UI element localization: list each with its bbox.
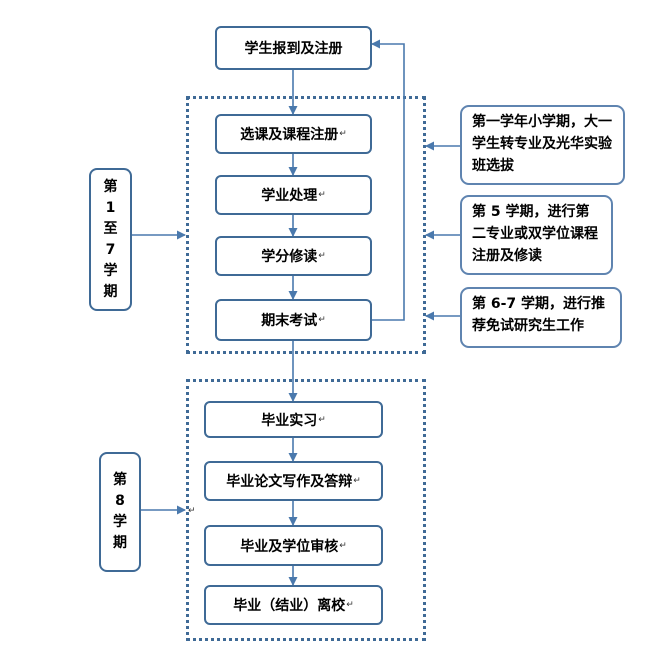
term-char: 学 [103, 262, 118, 279]
internship-label: 毕业实习 [261, 412, 318, 429]
course-select-node: 选课及课程注册↵ [215, 114, 372, 154]
term-char: 学 [113, 514, 127, 530]
term-char: 7 [105, 241, 116, 258]
leave-school-label: 毕业（结业）离校 [233, 598, 346, 614]
thesis-label: 毕业论文写作及答辩 [226, 474, 353, 490]
note-postgrad-text: 第 6-7 学期，进行推荐免试研究生工作 [472, 296, 606, 334]
term-char: 8 [115, 493, 125, 509]
paragraph-mark: ↵ [318, 251, 326, 261]
paragraph-mark: ↵ [353, 476, 361, 486]
note-postgrad: 第 6-7 学期，进行推荐免试研究生工作 [460, 287, 622, 348]
term-8-group [186, 379, 426, 641]
terms-1-7-group [186, 96, 426, 354]
paragraph-mark: ↵ [346, 600, 354, 610]
note-second-major-text: 第 5 学期，进行第二专业或双学位课程注册及修读 [472, 204, 598, 264]
paragraph-mark: ↵ [318, 414, 326, 425]
course-select-label: 选课及课程注册 [240, 127, 339, 143]
leave-school-node: 毕业（结业）离校↵ [204, 585, 383, 625]
note-transfer-text: 第一学年小学期，大一学生转专业及光华实验班选拔 [472, 114, 612, 174]
credit-study-label: 学分修读 [261, 249, 318, 265]
paragraph-mark: ↵ [339, 540, 347, 551]
term-char: 1 [105, 199, 116, 216]
thesis-node: 毕业论文写作及答辩↵ [204, 461, 383, 501]
final-exam-label: 期末考试 [261, 313, 318, 329]
paragraph-mark: ↵ [318, 315, 326, 325]
academic-handling-label: 学业处理 [261, 188, 318, 204]
term-char: 期 [113, 535, 127, 551]
paragraph-mark: ↵ [318, 190, 326, 200]
register-node: 学生报到及注册 [215, 26, 372, 70]
final-exam-node: 期末考试↵ [215, 299, 372, 341]
term-8-box: 第 8 学 期 [99, 452, 141, 572]
academic-handling-node: 学业处理↵ [215, 175, 372, 215]
paragraph-mark: ↵ [188, 506, 196, 516]
note-transfer: 第一学年小学期，大一学生转专业及光华实验班选拔 [460, 105, 625, 185]
term-char: 第 [113, 472, 127, 488]
credit-study-node: 学分修读↵ [215, 236, 372, 276]
degree-review-node: 毕业及学位审核↵ [204, 525, 383, 566]
term-char: 至 [103, 220, 118, 237]
paragraph-mark: ↵ [339, 129, 347, 139]
internship-node: 毕业实习↵ [204, 401, 383, 438]
term-char: 期 [103, 283, 118, 300]
loop-back-arrow [371, 39, 405, 321]
degree-review-label: 毕业及学位审核 [240, 538, 339, 555]
terms-1-7-box: 第 1 至 7 学 期 [89, 168, 132, 311]
term-char: 第 [103, 178, 118, 195]
note-second-major: 第 5 学期，进行第二专业或双学位课程注册及修读 [460, 195, 613, 275]
register-label: 学生报到及注册 [244, 41, 343, 57]
